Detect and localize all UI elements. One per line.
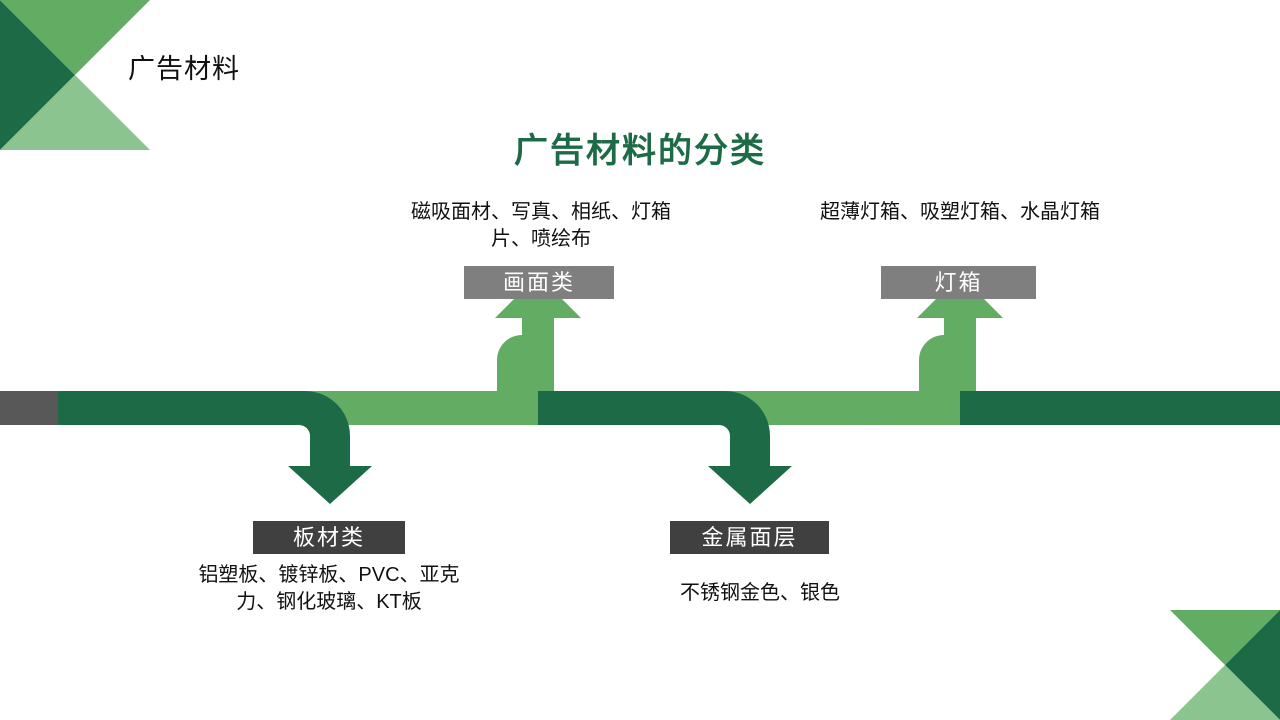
ribbon-tail-segment [960, 391, 1280, 425]
ribbon-start-cap [0, 391, 58, 425]
page-title: 广告材料的分类 [514, 132, 766, 170]
category-chip-dengxiang[interactable]: 灯箱 [881, 266, 1036, 299]
description-dengxiang: 超薄灯箱、吸塑灯箱、水晶灯箱 [820, 201, 1100, 223]
category-chip-jinshu[interactable]: 金属面层 [670, 521, 829, 554]
branch-up-arrow-dengxiang [917, 275, 1003, 425]
branch-down-arrow-jinshu [538, 391, 792, 504]
branch-down-arrow-bancai [58, 391, 372, 504]
branch-up-arrow-dengxiang-curve [868, 391, 919, 425]
description-bancai: 铝塑板、镀锌板、PVC、亚克力、钢化玻璃、KT板 [198, 564, 460, 613]
header-label: 广告材料 [128, 54, 240, 84]
description-jinshu: 不锈钢金色、银色 [680, 582, 840, 604]
description-huamian: 磁吸面材、写真、相纸、灯箱片、喷绘布 [411, 201, 671, 250]
branch-up-arrow-huamian [495, 275, 581, 425]
category-chip-bancai[interactable]: 板材类 [253, 521, 405, 554]
branch-up-arrow-huamian-curve [446, 391, 497, 425]
category-chip-huamian[interactable]: 画面类 [464, 266, 614, 299]
